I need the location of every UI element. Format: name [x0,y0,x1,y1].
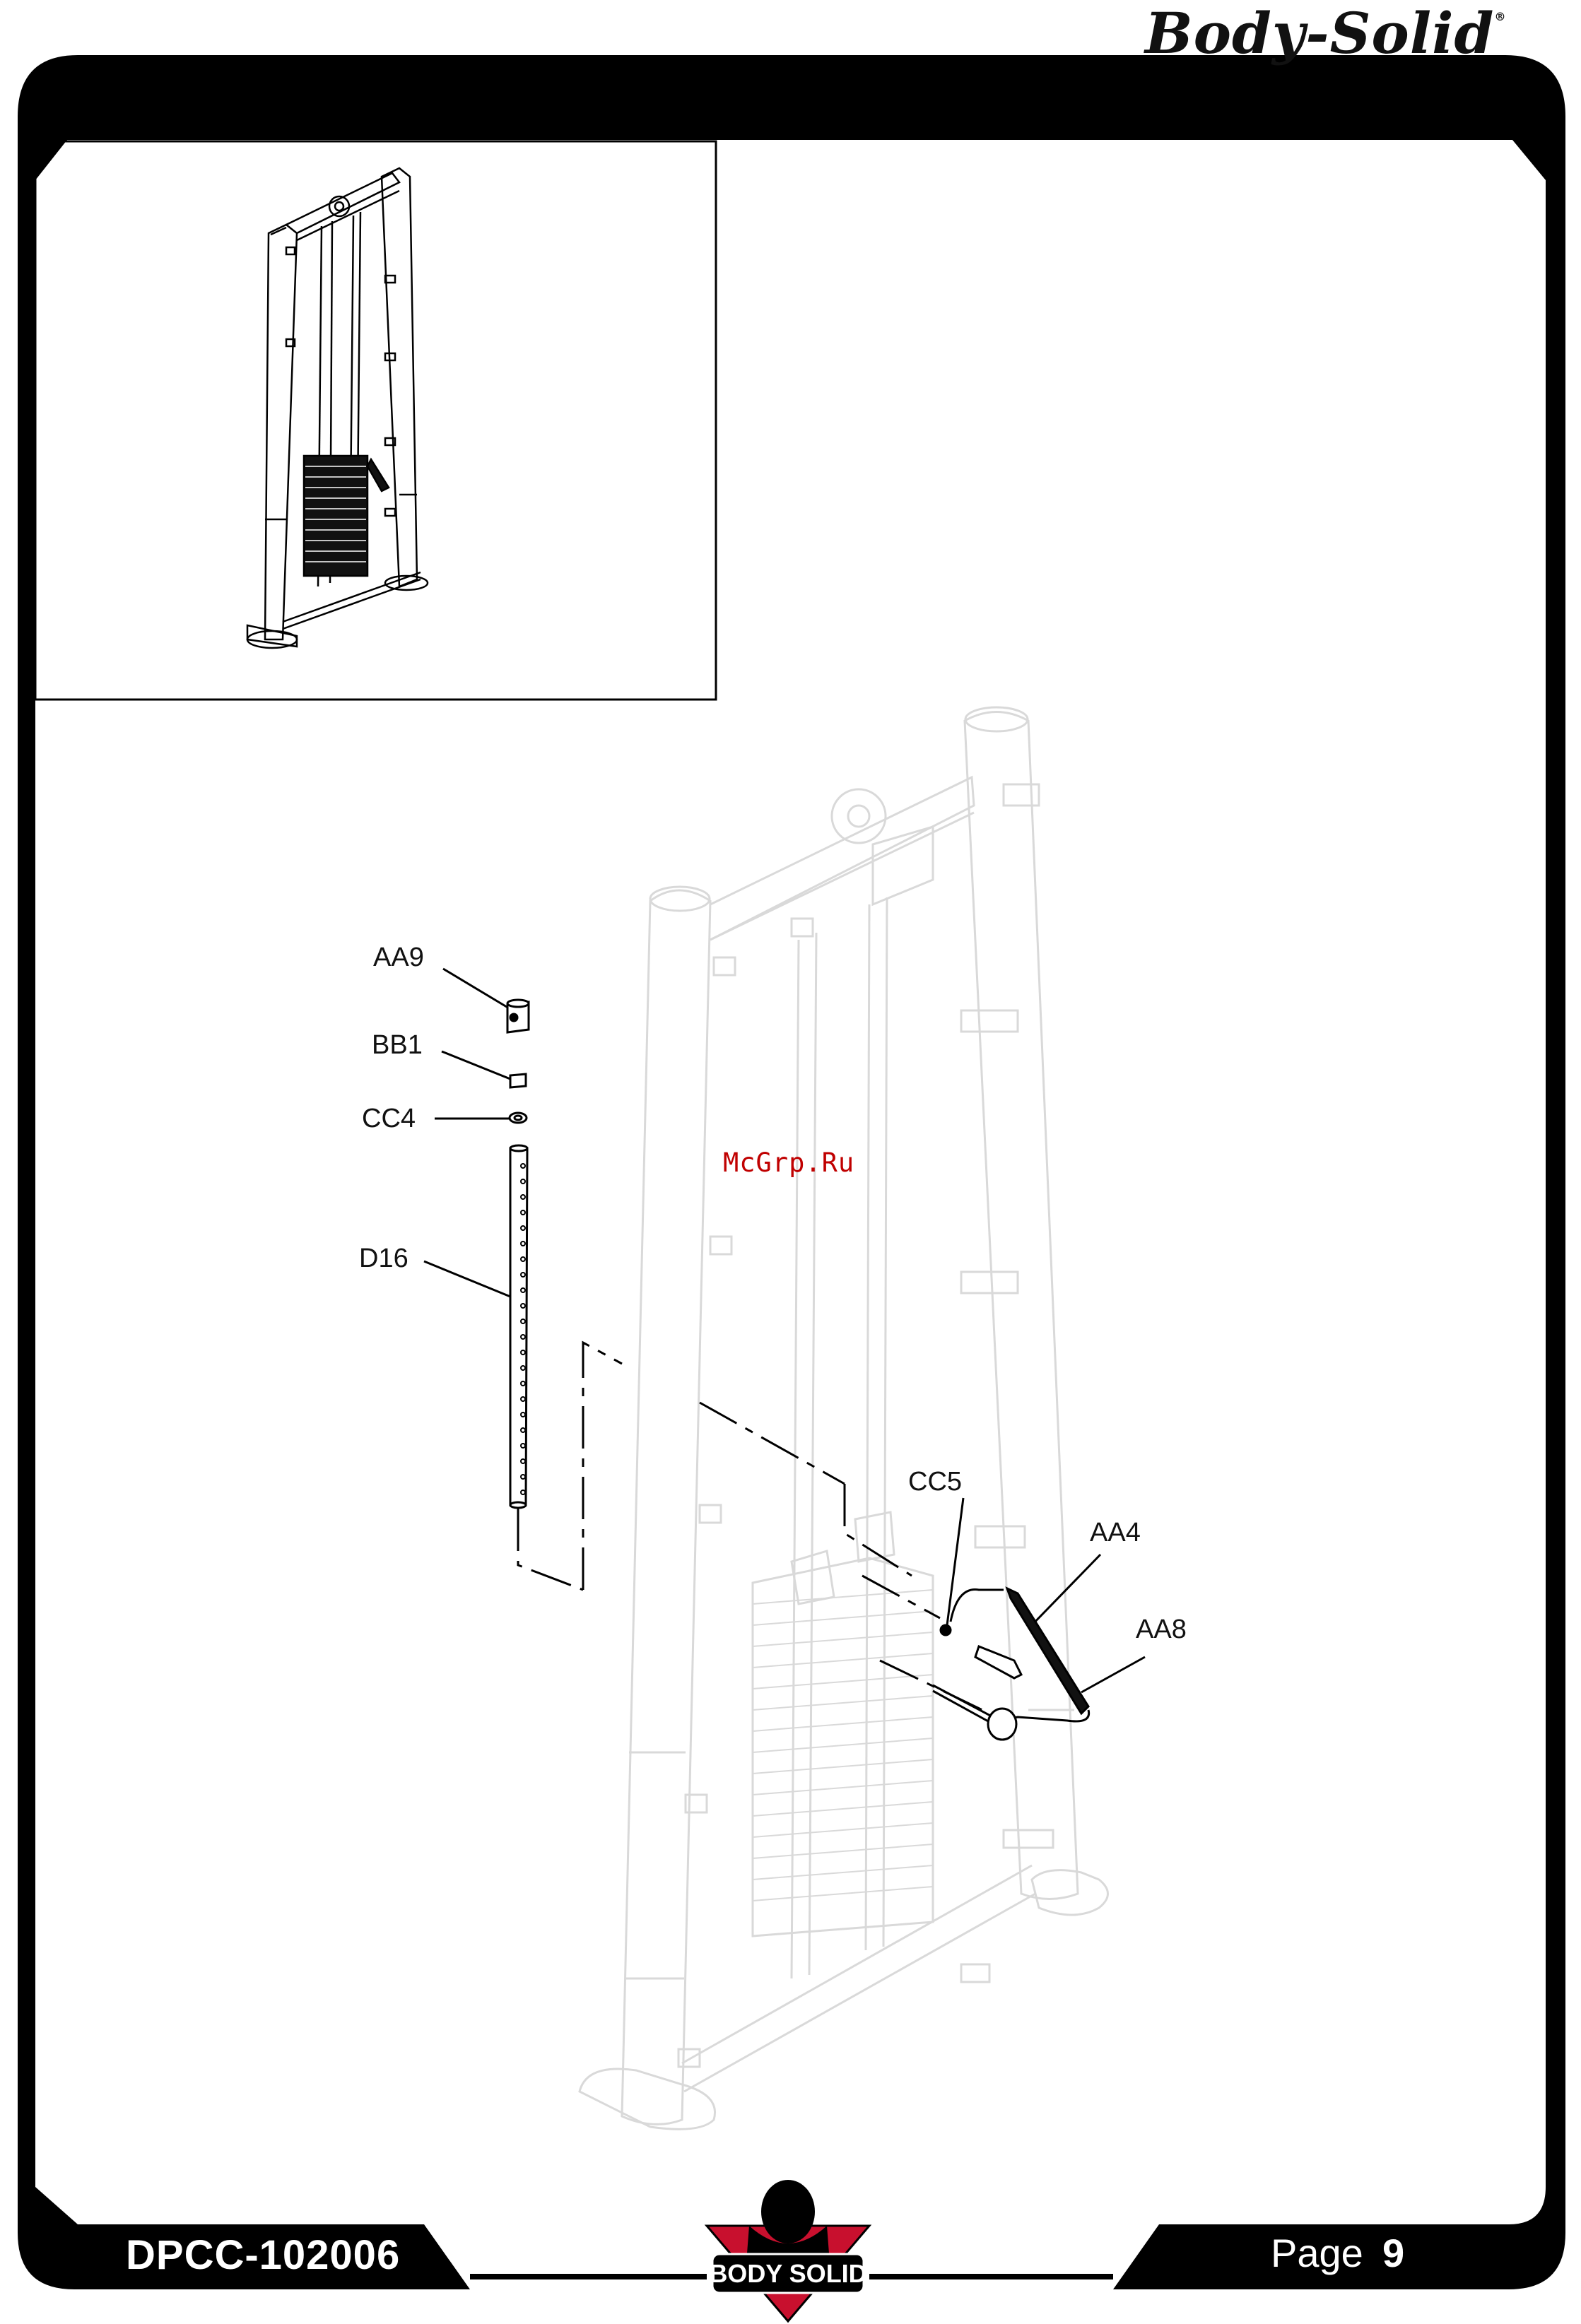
overview-machine [247,168,428,648]
footer-page-label: Page [1271,2230,1363,2276]
footer-body-solid-logo [707,2180,869,2321]
watermark-text: McGrp.Ru [723,1148,854,1178]
part-aa9 [507,1000,529,1032]
callout-aa4: AA4 [1090,1518,1141,1548]
part-aa4 [975,1646,1021,1678]
callout-aa9: AA9 [373,943,424,973]
part-d16 [510,1145,527,1508]
part-bb1 [510,1074,526,1087]
footer-logo-wordmark: BODY SOLID [712,2254,864,2293]
ghost-machine [580,707,1108,2129]
leader-lines [424,969,1145,1692]
footer-page-number: 9 [1382,2230,1404,2276]
footer-model-number: DPCC-102006 [126,2231,400,2279]
part-cc4 [510,1113,527,1123]
brand-trademark: ® [1494,10,1506,23]
brand-logo: Body-Solid® [1145,0,1548,64]
callout-bb1: BB1 [372,1030,423,1061]
callout-d16: D16 [359,1244,409,1274]
callout-aa8: AA8 [1136,1615,1187,1645]
overview-inset-box [35,141,716,700]
callout-cc4: CC4 [362,1104,416,1134]
footer-logo-text: BODY SOLID [712,2259,864,2288]
callout-cc5: CC5 [908,1467,962,1497]
brand-name: Body-Solid [1145,0,1494,66]
